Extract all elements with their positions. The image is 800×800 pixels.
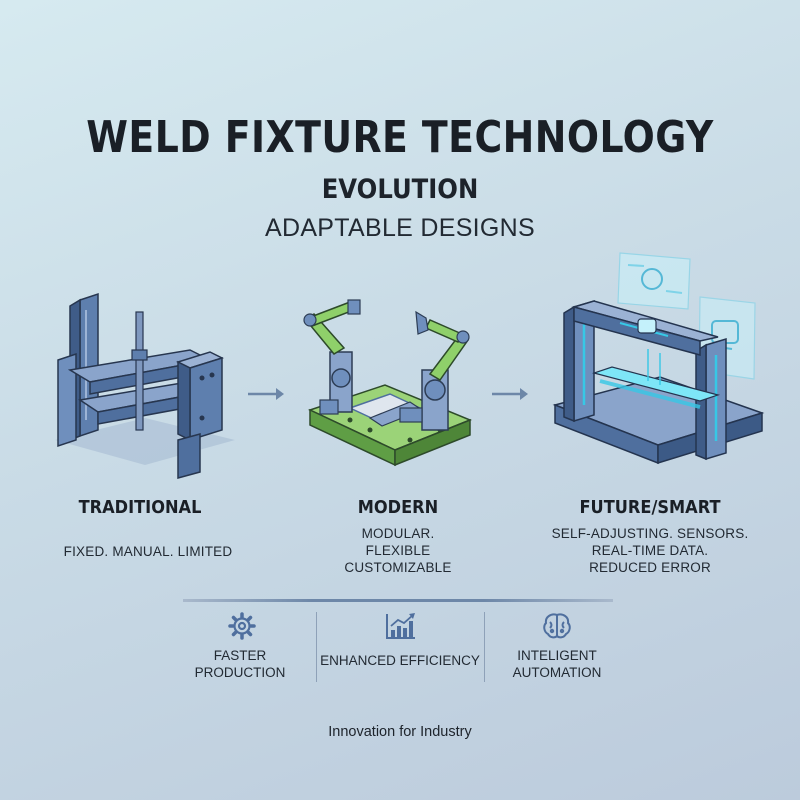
stage-title-traditional: TRADITIONAL	[78, 497, 202, 518]
stage-title-modern: MODERN	[357, 497, 439, 518]
benefit-label-faster-production: FASTER PRODUCTION	[194, 648, 286, 680]
smart-fixture-icon	[552, 252, 765, 465]
rigid-fixture-icon	[55, 292, 235, 479]
footer-tagline: Innovation for Industry	[328, 724, 472, 740]
arrow-right-icon	[248, 388, 284, 400]
page-title: WELD FIXTURE TECHNOLOGY	[86, 112, 714, 163]
benefit-separator	[316, 612, 317, 682]
page-subtitle: EVOLUTION	[321, 174, 479, 205]
stage-title-future-smart: FUTURE/SMART	[579, 497, 721, 518]
bar-chart-icon	[386, 613, 415, 639]
gear-icon	[228, 612, 256, 640]
brain-icon	[543, 613, 571, 639]
benefit-label-enhanced-efficiency: ENHANCED EFFICIENCY	[320, 653, 480, 668]
divider	[183, 599, 613, 602]
robot-arms-fixture-icon	[303, 299, 472, 467]
stage-desc-modern: MODULAR. FLEXIBLE CUSTOMIZABLE	[344, 526, 452, 575]
page-tagline: ADAPTABLE DESIGNS	[265, 214, 535, 242]
arrow-right-icon	[492, 388, 528, 400]
benefit-separator	[484, 612, 485, 682]
stage-desc-future-smart: SELF-ADJUSTING. SENSORS. REAL-TIME DATA.…	[551, 526, 749, 575]
stage-desc-traditional: FIXED. MANUAL. LIMITED	[63, 544, 233, 559]
benefit-label-intelligent-automation: INTELIGENT AUTOMATION	[512, 648, 602, 680]
